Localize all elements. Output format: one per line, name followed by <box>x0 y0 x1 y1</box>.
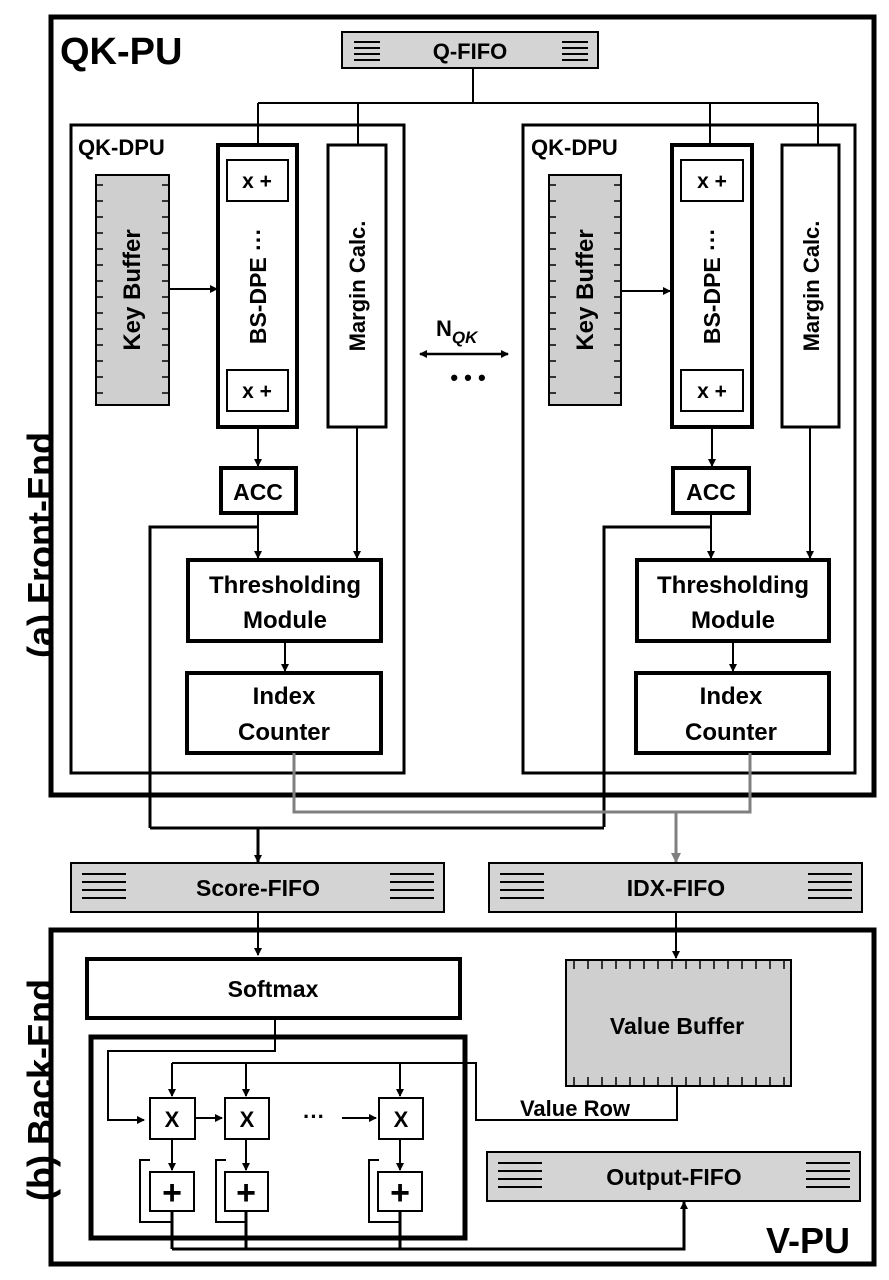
multiplier-label: X <box>394 1107 409 1132</box>
thresholding-module: Thresholding Module <box>635 558 831 643</box>
adder-label: + <box>162 1174 182 1212</box>
parallel-indicator: NQK • • • <box>419 316 509 390</box>
bs-dpe-label: BS-DPE ··· <box>245 228 271 344</box>
value-row-wire <box>171 1062 678 1121</box>
compute-array-box <box>88 1034 468 1241</box>
output-fifo: Output-FIFO <box>486 1151 861 1202</box>
qk-dpu-left: QK-DPU Key Buffer x + x + BS-DPE ··· Mar… <box>69 123 406 775</box>
index-counter: Index Counter <box>634 671 831 755</box>
margin-calc-label: Margin Calc. <box>345 221 370 352</box>
bs-dpe-label: BS-DPE ··· <box>699 228 725 344</box>
multiplier-label: X <box>240 1107 255 1132</box>
adder-label: + <box>236 1174 256 1212</box>
acc-block: ACC <box>219 466 298 515</box>
value-buffer-label: Value Buffer <box>610 1013 744 1039</box>
qk-dpu-title: QK-DPU <box>531 135 618 160</box>
n-qk-label: NQK <box>436 316 479 347</box>
thresholding-label-2: Module <box>243 607 327 634</box>
score-wires <box>148 525 711 858</box>
acc-label: ACC <box>686 479 736 505</box>
acc-label: ACC <box>233 479 283 505</box>
mac-top-label: x + <box>242 170 272 193</box>
margin-calc: Margin Calc. <box>780 143 841 429</box>
mac-bottom-label: x + <box>242 380 272 403</box>
parallel-ellipsis: • • • <box>450 365 485 390</box>
adder-1: + <box>139 1159 195 1223</box>
adder-label: + <box>390 1174 410 1212</box>
thresholding-label-2: Module <box>691 607 775 634</box>
multiplier-3: X <box>378 1097 424 1140</box>
softmax-label: Softmax <box>228 976 319 1002</box>
key-buffer: Key Buffer <box>548 174 622 406</box>
chain-ellipsis: ··· <box>303 1104 325 1129</box>
qk-dpu-right: QK-DPU Key Buffer x + x + BS-DPE ··· Mar… <box>521 123 857 775</box>
index-counter-label-2: Counter <box>238 719 330 746</box>
mac-bottom-label: x + <box>697 380 727 403</box>
q-fifo-label: Q-FIFO <box>433 39 508 64</box>
key-buffer-label: Key Buffer <box>119 229 146 350</box>
index-counter-label-1: Index <box>253 683 316 710</box>
thresholding-module: Thresholding Module <box>186 558 383 643</box>
value-buffer: Value Buffer <box>565 959 792 1087</box>
thresholding-label-1: Thresholding <box>657 572 809 599</box>
score-fifo-label: Score-FIFO <box>196 875 320 901</box>
n-qk-subscript: QK <box>452 328 479 347</box>
idx-fifo: IDX-FIFO <box>488 862 863 913</box>
v-pu-box <box>48 927 877 1267</box>
qk-pu-title: QK-PU <box>60 31 182 73</box>
q-fifo: Q-FIFO <box>341 31 599 69</box>
index-counter: Index Counter <box>185 671 383 755</box>
mac-top-label: x + <box>697 170 727 193</box>
acc-block: ACC <box>671 466 751 515</box>
key-buffer-label: Key Buffer <box>572 229 599 350</box>
backend-side-label: (b) Back-End <box>20 979 61 1201</box>
qk-dpu-title: QK-DPU <box>78 135 165 160</box>
v-pu-title: V-PU <box>766 1220 850 1261</box>
output-bus <box>170 1208 686 1251</box>
value-row-label: Value Row <box>520 1096 631 1121</box>
index-counter-label-2: Counter <box>685 719 777 746</box>
index-wires <box>292 753 752 850</box>
idx-fifo-label: IDX-FIFO <box>627 875 725 901</box>
margin-calc: Margin Calc. <box>326 143 388 429</box>
adder-3: + <box>368 1159 423 1223</box>
multiplier-label: X <box>165 1107 180 1132</box>
multiplier-1: X <box>149 1097 196 1140</box>
softmax-to-multiplier-wire <box>107 1018 276 1124</box>
output-fifo-label: Output-FIFO <box>606 1164 741 1190</box>
index-counter-label-1: Index <box>700 683 763 710</box>
score-fifo: Score-FIFO <box>70 862 445 913</box>
bs-dpe: x + x + BS-DPE ··· <box>216 143 299 429</box>
margin-calc-label: Margin Calc. <box>799 221 824 352</box>
key-buffer: Key Buffer <box>95 174 170 406</box>
softmax-block: Softmax <box>85 957 462 1020</box>
adder-2: + <box>215 1159 269 1223</box>
multiplier-2: X <box>224 1097 270 1140</box>
bs-dpe: x + x + BS-DPE ··· <box>670 143 754 429</box>
thresholding-label-1: Thresholding <box>209 572 361 599</box>
